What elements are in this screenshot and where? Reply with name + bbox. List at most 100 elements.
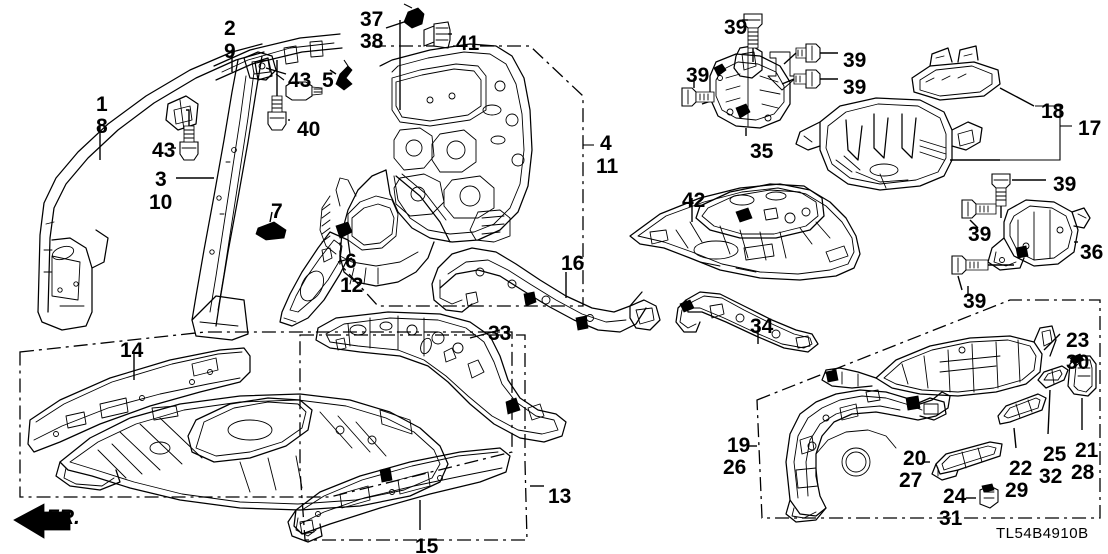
part-18-bracket xyxy=(911,45,1001,101)
callout-31: 31 xyxy=(939,507,963,530)
callout-18: 18 xyxy=(1041,100,1065,123)
bolt-39-right-lower xyxy=(793,69,821,89)
bolt-39-right-upper xyxy=(795,43,821,63)
part-25-32 xyxy=(1037,365,1069,389)
callout-16: 16 xyxy=(561,252,585,275)
fr-direction-arrow xyxy=(13,503,71,539)
part-22-29 xyxy=(997,393,1047,425)
callout-42: 42 xyxy=(682,189,706,212)
callout-25: 25 xyxy=(1043,443,1067,466)
callout-21: 21 xyxy=(1075,439,1099,462)
callout-39-g: 39 xyxy=(963,290,987,313)
callout-30: 30 xyxy=(1066,351,1090,374)
leader-6-12 xyxy=(337,257,353,263)
callout-13: 13 xyxy=(548,485,572,508)
part-35-bracket xyxy=(709,45,799,129)
part-roof-rail-2-9 xyxy=(213,33,343,81)
leader-43-lower-up xyxy=(186,109,190,126)
part-17-spare-well xyxy=(795,97,983,191)
leader-7 xyxy=(269,211,273,223)
callout-39-f: 39 xyxy=(968,223,992,246)
part-41-grommet xyxy=(423,21,451,49)
callout-17: 17 xyxy=(1078,117,1102,140)
group-box-14 xyxy=(19,331,513,498)
callout-27: 27 xyxy=(899,469,923,492)
callout-39-d: 39 xyxy=(686,64,710,87)
callout-26: 26 xyxy=(723,456,747,479)
part-20-27 xyxy=(931,441,1003,481)
callout-9: 9 xyxy=(224,40,236,63)
leader-39-l36 xyxy=(969,219,979,229)
leader-25-32 xyxy=(1047,389,1051,435)
callout-22: 22 xyxy=(1009,457,1033,480)
part-24-31 xyxy=(979,483,999,509)
callout-34: 34 xyxy=(750,315,774,338)
part-14-front-floor xyxy=(27,347,449,511)
callout-12: 12 xyxy=(340,274,364,297)
callout-40: 40 xyxy=(297,118,321,141)
bolt-43-upper xyxy=(275,73,323,101)
callout-39-a: 39 xyxy=(724,16,748,39)
part-a-pillar-1-8 xyxy=(37,43,265,331)
callout-5: 5 xyxy=(322,69,334,92)
part-36-bracket xyxy=(987,199,1091,271)
callout-41: 41 xyxy=(456,32,480,55)
group-box-4-11 xyxy=(339,45,584,307)
leader-39-rl2 xyxy=(781,78,795,85)
callout-4: 4 xyxy=(600,132,612,155)
part-34-crossmember xyxy=(675,291,819,353)
bolt-43-lower xyxy=(179,125,199,161)
part-19-26-frame xyxy=(785,389,951,523)
bolt-40 xyxy=(267,95,287,131)
callout-28: 28 xyxy=(1071,461,1095,484)
bolt-39-left-36 xyxy=(961,199,997,219)
callout-11: 11 xyxy=(596,155,619,178)
part-23-30 xyxy=(821,325,1057,397)
leader-18 xyxy=(999,87,1035,107)
callout-14: 14 xyxy=(120,339,144,362)
callout-43-lower: 43 xyxy=(152,139,176,162)
bolt-39-top xyxy=(743,13,763,49)
callout-1: 1 xyxy=(96,93,108,116)
group-box-19-26 xyxy=(756,299,1101,519)
leader-23-30 xyxy=(1043,333,1061,351)
callout-32: 32 xyxy=(1039,465,1063,488)
part-5-clip xyxy=(335,59,353,91)
part-6-12-rocker xyxy=(279,221,353,327)
fr-direction-label: FR. xyxy=(46,506,80,529)
bolt-39-above-36 xyxy=(991,173,1011,207)
callout-7: 7 xyxy=(271,200,283,223)
callout-39-e: 39 xyxy=(1053,173,1077,196)
callout-43-upper: 43 xyxy=(288,69,312,92)
part-rear-inner-panel-4-11 xyxy=(319,43,533,287)
leader-33 xyxy=(469,329,501,339)
leader-43-upper xyxy=(265,67,287,75)
callout-33: 33 xyxy=(488,322,512,345)
part-16-frame xyxy=(431,247,661,333)
part-42-rear-floor xyxy=(629,183,861,281)
callout-6: 6 xyxy=(345,250,357,273)
callout-23: 23 xyxy=(1066,329,1090,352)
callout-38: 38 xyxy=(360,30,384,53)
part-21-28 xyxy=(1067,353,1097,397)
bracket-17-18 xyxy=(1000,105,1072,161)
diagram-code: TL54B4910B xyxy=(996,525,1089,542)
callout-20: 20 xyxy=(903,447,927,470)
callout-37: 37 xyxy=(360,8,384,31)
callout-36: 36 xyxy=(1080,241,1104,264)
part-b-pillar-3-10 xyxy=(165,51,277,341)
callout-19: 19 xyxy=(727,434,751,457)
callout-29: 29 xyxy=(1005,479,1029,502)
callout-24: 24 xyxy=(943,485,967,508)
part-7-bracket xyxy=(255,221,287,241)
callout-2: 2 xyxy=(224,17,236,40)
leader-39-ru2 xyxy=(783,52,797,65)
callout-35: 35 xyxy=(750,140,774,163)
callout-39-c: 39 xyxy=(843,76,867,99)
callout-3: 3 xyxy=(155,168,167,191)
leader-5 xyxy=(329,69,337,75)
callout-15: 15 xyxy=(415,535,439,554)
part-37-38-clip xyxy=(403,3,425,29)
